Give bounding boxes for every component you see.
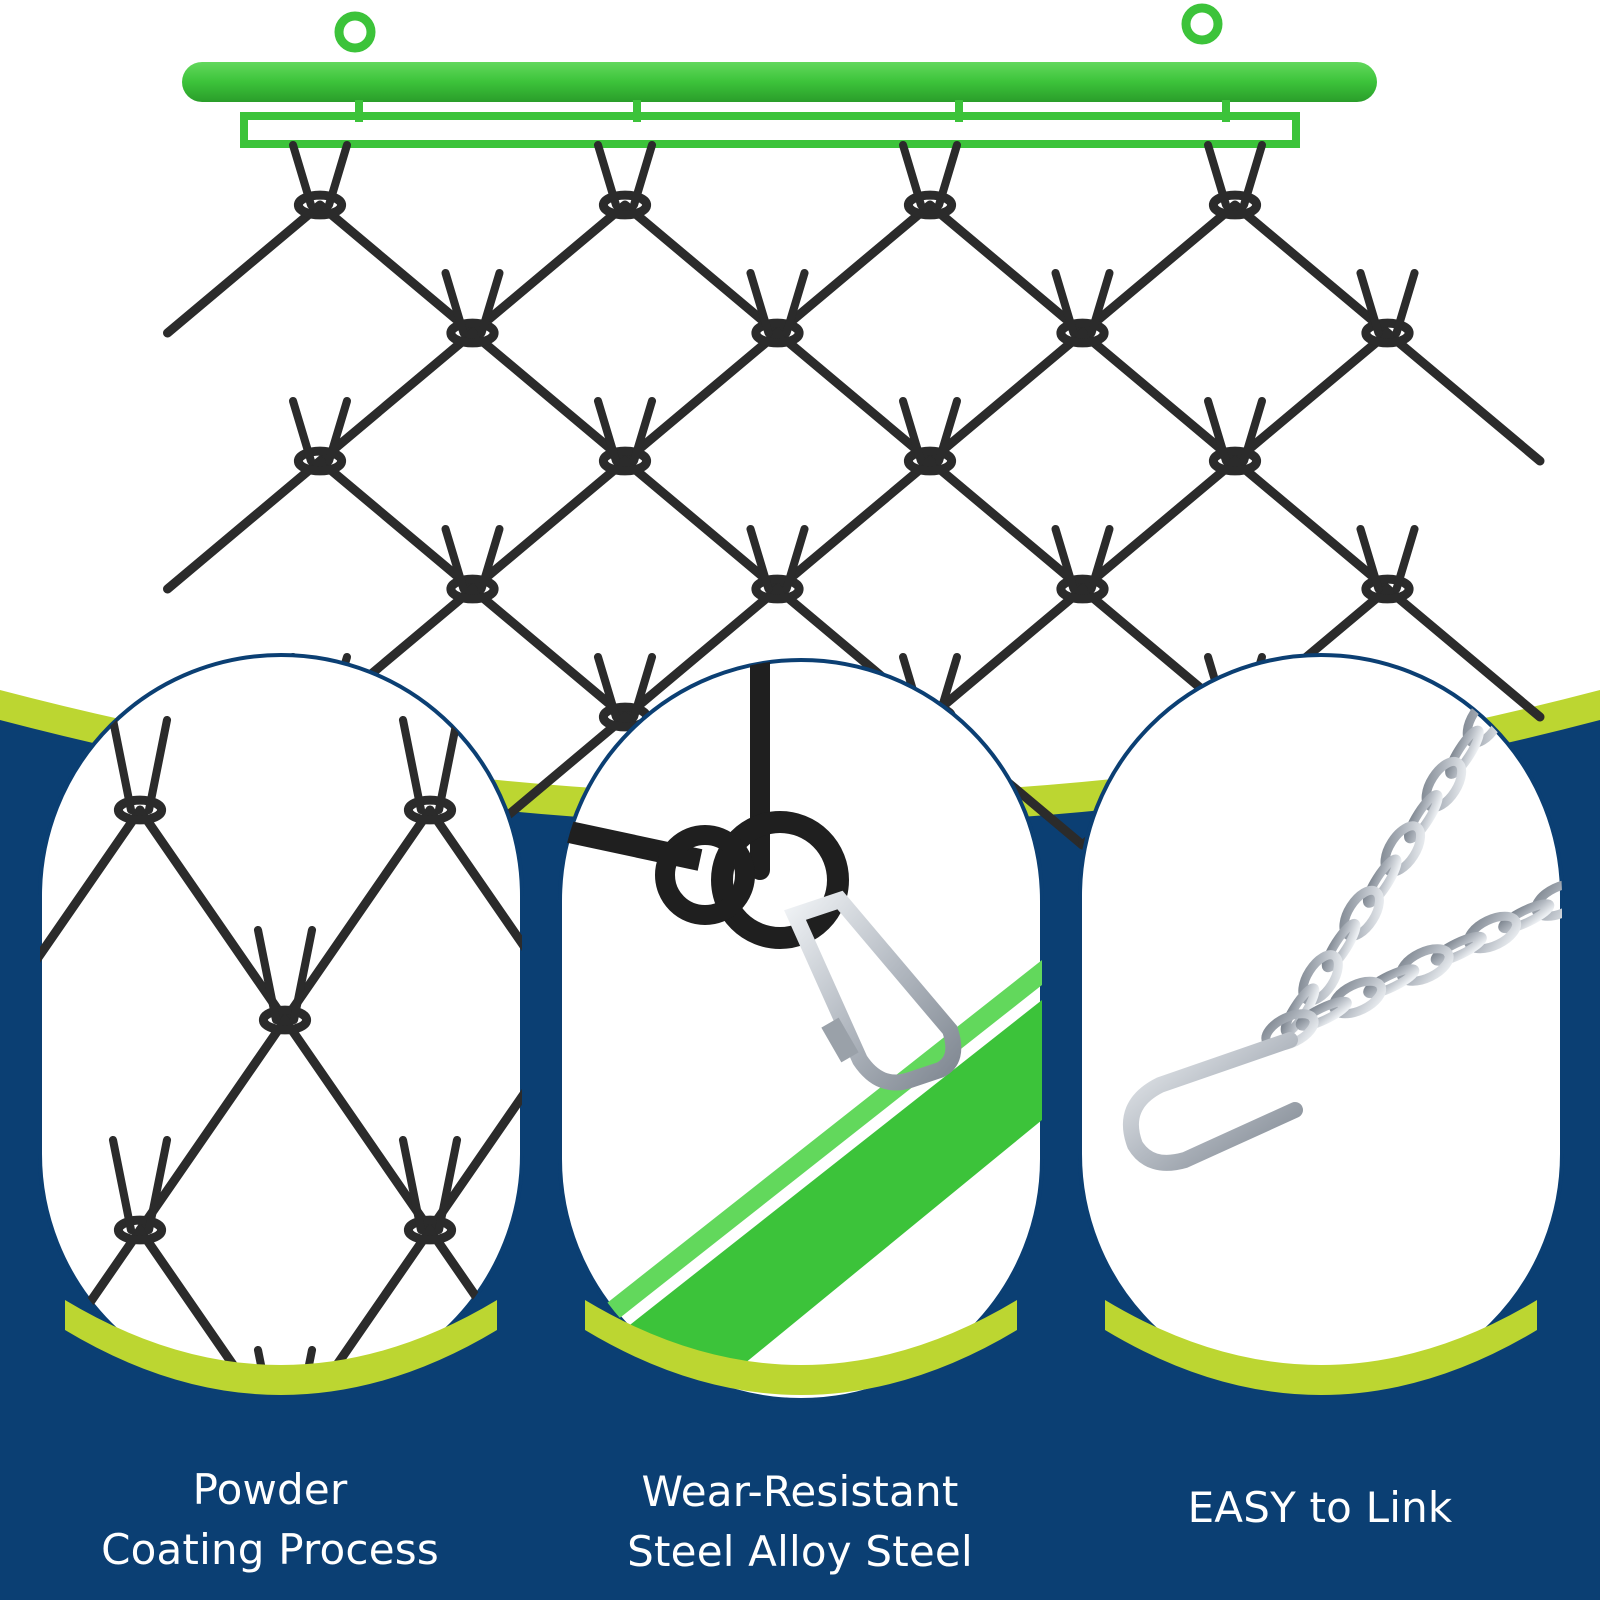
caption-line-1: Wear-Resistant <box>641 1467 959 1516</box>
caption-line-2: Steel Alloy Steel <box>627 1527 973 1576</box>
drag-bar <box>182 3 1377 148</box>
oval-wear-resistant <box>558 658 1044 1402</box>
caption-line-2: Coating Process <box>101 1525 439 1574</box>
caption-line-1: Powder <box>192 1465 348 1514</box>
oval-powder-coating <box>38 653 524 1397</box>
feature-caption-powder: Powder Coating Process <box>60 1460 480 1580</box>
oval-easy-to-link <box>1078 653 1564 1397</box>
caption-line-1: EASY to Link <box>1187 1483 1453 1532</box>
feature-caption-easy-link: EASY to Link <box>1100 1478 1540 1538</box>
feature-caption-wear-resistant: Wear-Resistant Steel Alloy Steel <box>570 1462 1030 1582</box>
